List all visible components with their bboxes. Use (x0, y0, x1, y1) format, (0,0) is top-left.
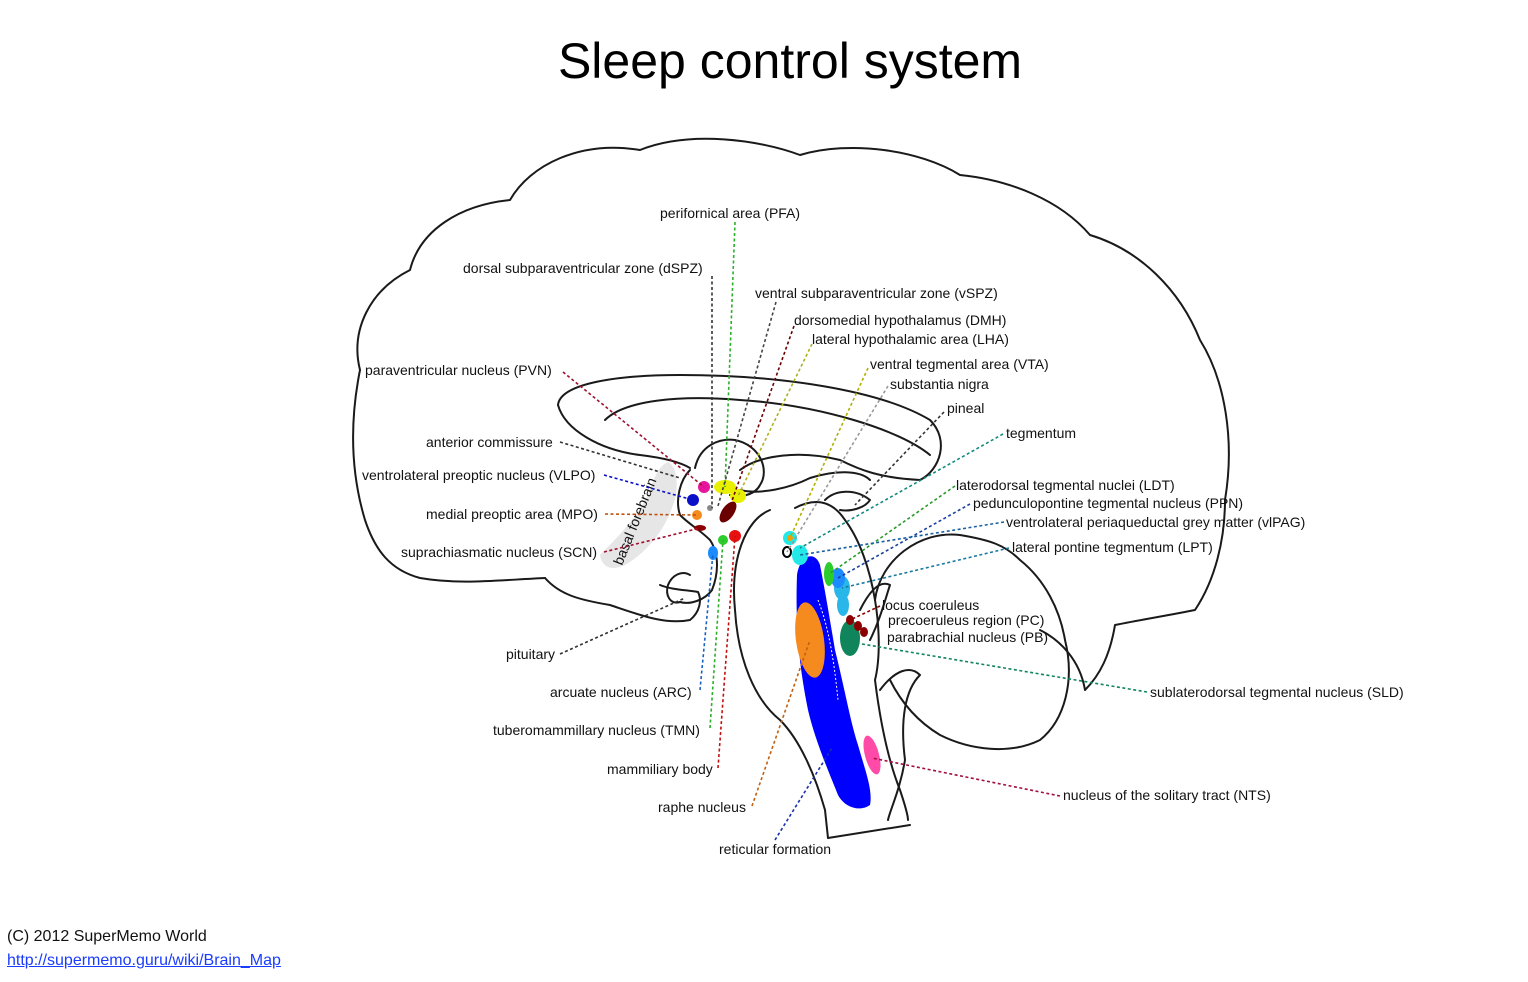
mpo-shape (692, 510, 702, 520)
leader-mpo (604, 513, 698, 516)
corpus-callosum (557, 374, 942, 481)
label-vta: ventral tegmental area (VTA) (870, 356, 1049, 372)
label-pb: parabrachial nucleus (PB) (887, 629, 1048, 645)
label-sld: sublaterodorsal tegmental nucleus (SLD) (1150, 684, 1404, 700)
pb-shape-2 (854, 621, 862, 631)
brain-outline (352, 137, 1230, 839)
leader-vlpo (603, 474, 694, 501)
label-sn: substantia nigra (890, 376, 989, 392)
label-lc: locus coeruleus (882, 597, 979, 613)
label-pineal: pineal (947, 400, 984, 416)
label-pfa: perifornical area (PFA) (660, 205, 800, 221)
pineal-outline (824, 490, 871, 512)
leader-tegmentum (799, 433, 1004, 549)
label-raphe: raphe nucleus (658, 799, 746, 815)
cerebellum-contour (874, 533, 1070, 750)
nts-shape (863, 735, 881, 775)
brainstem-base (827, 824, 911, 839)
lha-shape (730, 489, 746, 503)
leader-vta (789, 367, 869, 539)
label-tmn: tuberomammillary nucleus (TMN) (493, 722, 700, 738)
label-vlpo: ventrolateral preoptic nucleus (VLPO) (362, 467, 595, 483)
leader-raphe (751, 639, 811, 807)
cerebrum-contour (356, 137, 1230, 691)
label-arc: arcuate nucleus (ARC) (550, 684, 692, 700)
page-title: Sleep control system (557, 33, 1023, 89)
brain-map-link[interactable]: http://supermemo.guru/wiki/Brain_Map (7, 952, 281, 969)
fourth-ventricle (859, 582, 891, 641)
pituitary-stalk (666, 572, 691, 604)
label-vlpag: ventrolateral periaqueductal grey matter… (1006, 514, 1305, 530)
label-nts: nucleus of the solitary tract (NTS) (1063, 787, 1271, 803)
label-pituitary: pituitary (506, 646, 555, 662)
fornix (557, 404, 691, 469)
corpus-callosum-inner (604, 397, 931, 456)
raphe-dotted-line (817, 599, 839, 701)
leader-nts (871, 757, 1061, 797)
leader-lc (849, 605, 881, 621)
label-lha: lateral hypothalamic area (LHA) (812, 331, 1009, 347)
label-vspz: ventral subparaventricular zone (vSPZ) (755, 285, 998, 301)
copyright-text: (C) 2012 SuperMemo World (7, 928, 207, 945)
dmh-shape (719, 501, 737, 523)
dspz-shape (707, 505, 713, 511)
label-ldt: laterodorsal tegmental nuclei (LDT) (956, 477, 1175, 493)
label-dmh: dorsomedial hypothalamus (DMH) (794, 312, 1006, 328)
leader-sld (849, 641, 1148, 693)
label-mb: mammiliary body (607, 761, 713, 777)
label-pc: precoeruleus region (PC) (888, 612, 1044, 628)
leader-lpt (841, 547, 1010, 589)
thalamus-inner (739, 471, 871, 493)
label-tegmentum: tegmentum (1006, 425, 1076, 441)
leader-ldt (828, 485, 956, 575)
vlpag-shape (792, 545, 808, 565)
label-lpt: lateral pontine tegmentum (LPT) (1012, 539, 1213, 555)
brainstem-back (794, 501, 909, 821)
label-dspz: dorsal subparaventricular zone (dSPZ) (463, 260, 703, 276)
leader-vspz (717, 301, 777, 507)
brainstem-front (733, 509, 829, 839)
structure-labels: perifornical area (PFA) dorsal subparave… (362, 205, 1404, 857)
leader-tmn (709, 539, 724, 729)
label-pvn: paraventricular nucleus (PVN) (365, 362, 552, 378)
cerebellum-inner (879, 669, 921, 821)
leader-pituitary (559, 597, 686, 655)
leader-rf (774, 747, 833, 841)
thalamus (694, 438, 765, 498)
leader-pineal (854, 411, 945, 506)
leader-pfa (724, 221, 736, 488)
reticular-formation-shape (796, 556, 871, 809)
leader-arc (699, 552, 714, 691)
label-mpo: medial preoptic area (MPO) (426, 506, 598, 522)
leader-mb (717, 535, 736, 769)
label-ac: anterior commissure (426, 434, 553, 450)
ldt-shape (824, 562, 834, 586)
hypothalamus-contour (677, 469, 718, 604)
temporal-lobe-contour (544, 577, 701, 623)
leader-vlpag (799, 521, 1005, 556)
label-rf: reticular formation (719, 841, 831, 857)
label-scn: suprachiasmatic nucleus (SCN) (401, 544, 597, 560)
pb-shape-3 (860, 627, 868, 637)
label-ppn: pedunculopontine tegmental nucleus (PPN) (973, 495, 1243, 511)
leader-pvn (562, 371, 705, 488)
leader-lines (559, 221, 1148, 841)
leader-lha (737, 343, 813, 497)
leader-ac (559, 441, 681, 479)
vlpo-shape (687, 494, 699, 506)
frontal-lower-contour (352, 369, 546, 583)
leader-sn (786, 385, 889, 553)
scn-shape (694, 525, 706, 531)
